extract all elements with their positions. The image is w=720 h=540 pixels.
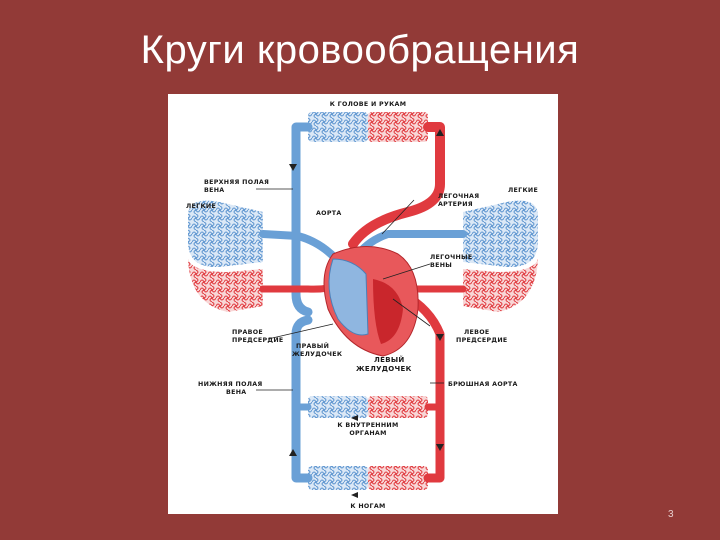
label-right-ventricle: ПРАВЫЙ xyxy=(296,341,329,350)
label-pulmonary-artery: ЛЕГОЧНАЯ xyxy=(438,193,479,200)
label-superior-vena-cava: ВЕРХНЯЯ ПОЛАЯ xyxy=(204,179,269,186)
label-abdominal-aorta: БРЮШНАЯ АОРТА xyxy=(448,381,518,388)
label-to-internal-organs: К ВНУТРЕННИМ xyxy=(337,422,398,429)
internal-organs-capillaries xyxy=(308,396,428,418)
label-left-ventricle: ЛЕВЫЙ xyxy=(374,355,405,364)
heart xyxy=(323,246,419,357)
left-ventricle-chamber xyxy=(373,279,403,344)
label-right-atrium-2: ПРЕДСЕРДИЕ xyxy=(232,337,284,344)
arrow-down-icon xyxy=(436,444,444,451)
arrow-left-icon xyxy=(351,492,358,498)
leader-lines xyxy=(256,188,444,391)
label-left-atrium-2: ПРЕДСЕРДИЕ xyxy=(456,337,508,344)
label-lungs-right: ЛЕГКИЕ xyxy=(508,187,538,194)
label-inferior-vena-cava: НИЖНЯЯ ПОЛАЯ xyxy=(198,381,263,388)
arrow-up-icon xyxy=(436,129,444,136)
label-pulmonary-veins: ЛЕГОЧНЫЕ xyxy=(430,254,472,261)
label-inferior-vena-cava-2: ВЕНА xyxy=(226,389,246,396)
arrow-down-icon xyxy=(289,164,297,171)
right-heart-chambers xyxy=(328,258,369,336)
label-right-atrium: ПРАВОЕ xyxy=(232,329,263,336)
label-pulmonary-veins-2: ВЕНЫ xyxy=(430,262,452,269)
label-left-atrium: ЛЕВОЕ xyxy=(464,329,490,336)
label-right-ventricle-2: ЖЕЛУДОЧЕК xyxy=(292,351,343,358)
arrow-up-icon xyxy=(289,449,297,456)
flow-arrows xyxy=(289,129,444,498)
label-to-head-arms: К ГОЛОВЕ И РУКАМ xyxy=(330,101,407,108)
label-pulmonary-artery-2: АРТЕРИЯ xyxy=(438,201,473,208)
diagram-labels: К ГОЛОВЕ И РУКАМ ВЕРХНЯЯ ПОЛАЯ ВЕНА ЛЕГК… xyxy=(186,101,538,510)
right-lung xyxy=(463,200,538,312)
arrow-left-icon xyxy=(351,415,358,421)
diagram-svg: К ГОЛОВЕ И РУКАМ ВЕРХНЯЯ ПОЛАЯ ВЕНА ЛЕГК… xyxy=(186,101,538,510)
label-left-ventricle-2: ЖЕЛУДОЧЕК xyxy=(356,365,412,373)
left-lung xyxy=(188,200,263,312)
page-number: 3 xyxy=(668,509,674,520)
label-superior-vena-cava-2: ВЕНА xyxy=(204,187,224,194)
label-lungs-left: ЛЕГКИЕ xyxy=(186,203,216,210)
label-to-legs: К НОГАМ xyxy=(350,503,385,510)
label-to-internal-organs-2: ОРГАНАМ xyxy=(349,430,386,437)
legs-capillaries xyxy=(308,466,428,490)
circulation-diagram: К ГОЛОВЕ И РУКАМ ВЕРХНЯЯ ПОЛАЯ ВЕНА ЛЕГК… xyxy=(168,94,558,514)
head-arms-capillaries xyxy=(308,112,428,142)
arrow-down-icon xyxy=(436,334,444,341)
label-aorta: АОРТА xyxy=(316,210,342,217)
slide-title: Круги кровообращения xyxy=(140,28,580,72)
